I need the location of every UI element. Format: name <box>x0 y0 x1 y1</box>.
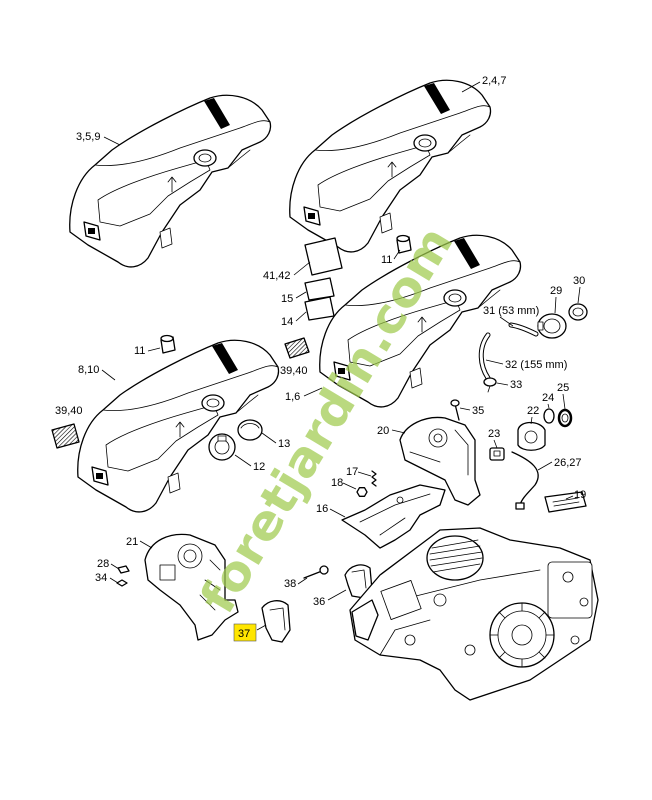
part-17-spring <box>371 470 377 487</box>
part-21-housing <box>144 533 239 641</box>
part-22-pump <box>517 421 546 451</box>
part-33-fitting <box>483 377 497 393</box>
label-28: 28 <box>97 558 109 570</box>
label-36: 36 <box>313 596 325 608</box>
label-12: 12 <box>253 461 265 473</box>
part-34-spring <box>116 579 128 587</box>
label-21: 21 <box>126 536 138 548</box>
part-12-knob <box>208 433 236 461</box>
part-30-cap <box>568 303 588 321</box>
label-2-4-7: 2,4,7 <box>482 75 506 87</box>
label-34: 34 <box>95 572 107 584</box>
label-1-6: 1,6 <box>285 391 300 403</box>
label-30: 30 <box>573 275 585 287</box>
part-11-top <box>396 234 412 254</box>
label-26-27: 26,27 <box>554 457 582 469</box>
part-18-nut <box>356 487 368 497</box>
part-28-clip <box>117 565 130 574</box>
part-29-collar <box>537 313 567 339</box>
part-39-40-filter-mesh-middle <box>284 337 310 359</box>
label-33: 33 <box>510 379 522 391</box>
label-15: 15 <box>281 293 293 305</box>
callout-labels: 3,5,9 2,4,7 41,42 15 14 11 11 8,10 39,40… <box>55 75 586 640</box>
highlight-box-37 <box>233 623 257 642</box>
part-26-27-cable <box>511 451 539 510</box>
label-25: 25 <box>557 382 569 394</box>
label-24: 24 <box>542 392 554 404</box>
label-16: 16 <box>316 503 328 515</box>
label-3-5-9: 3,5,9 <box>76 131 100 143</box>
part-11-left <box>160 334 176 354</box>
label-11-left: 11 <box>134 345 145 357</box>
label-8-10: 8,10 <box>78 364 99 376</box>
label-39-40-left: 39,40 <box>55 405 83 417</box>
part-37-cover <box>261 600 291 643</box>
label-22: 22 <box>527 405 539 417</box>
label-20: 20 <box>377 425 389 437</box>
label-17: 17 <box>346 466 358 478</box>
part-14-sheet <box>304 296 335 321</box>
label-18: 18 <box>331 477 343 489</box>
part-25-ring <box>557 408 573 428</box>
part-23-block <box>489 447 505 461</box>
label-41-42: 41,42 <box>263 270 291 282</box>
engine-block <box>349 527 599 701</box>
label-11-top: 11 <box>381 254 392 266</box>
label-37: 37 <box>238 628 250 640</box>
leader-lines <box>101 81 581 631</box>
label-13: 13 <box>278 438 290 450</box>
part-15-sheet <box>304 277 335 301</box>
part-38-screw <box>303 565 329 579</box>
part-32-hose <box>478 332 491 381</box>
part-31-hose <box>508 322 539 337</box>
label-39-40-middle: 39,40 <box>280 365 308 377</box>
label-14: 14 <box>281 316 293 328</box>
part-13-cap <box>237 419 263 441</box>
part-39-40-filter-mesh-left <box>51 423 80 449</box>
part-20-bracket <box>399 416 481 506</box>
label-29: 29 <box>550 285 562 297</box>
part-19-plate <box>544 491 587 513</box>
label-38: 38 <box>284 578 296 590</box>
label-31: 31 (53 mm) <box>483 305 539 317</box>
label-23: 23 <box>488 428 500 440</box>
label-32: 32 (155 mm) <box>505 359 567 371</box>
shroud-top-right <box>289 79 492 253</box>
part-41-42-label-sheet <box>304 237 343 276</box>
part-16-plate <box>341 484 446 549</box>
part-36-cover <box>344 564 373 599</box>
part-35-screw <box>450 399 460 421</box>
label-35: 35 <box>472 405 484 417</box>
part-24-ring <box>543 408 555 424</box>
shroud-top-left <box>69 94 272 268</box>
label-19: 19 <box>574 489 586 501</box>
